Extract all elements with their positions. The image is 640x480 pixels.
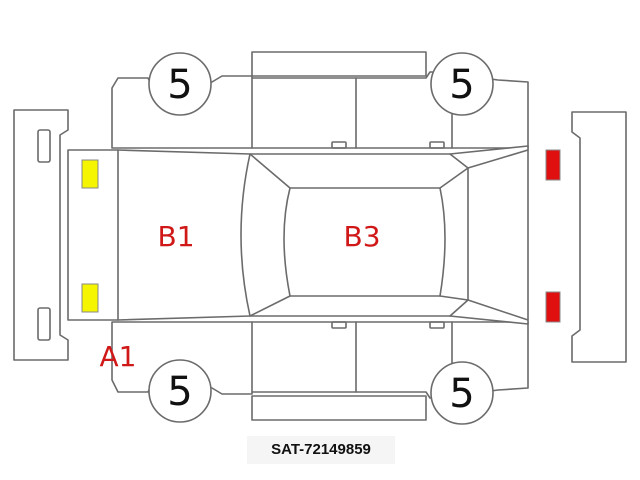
front-left-light xyxy=(81,159,99,189)
inspection-id-label: SAT-72149859 xyxy=(247,436,395,464)
tire-rear-left: 5 xyxy=(430,52,494,116)
side-sill-bottom xyxy=(251,395,427,421)
rear-left-light xyxy=(545,149,561,181)
tire-rear-right: 5 xyxy=(430,361,494,425)
tire-front-left-value: 5 xyxy=(167,62,192,108)
rear-bumper xyxy=(571,111,627,363)
damage-mark-roof: B3 xyxy=(343,220,380,253)
tire-front-right: 5 xyxy=(148,359,212,423)
tire-front-left: 5 xyxy=(148,52,212,116)
rear-right-light xyxy=(545,291,561,323)
side-sill-top xyxy=(251,51,427,77)
tire-rear-right-value: 5 xyxy=(449,371,474,417)
top-view-body xyxy=(67,145,529,325)
front-bumper xyxy=(13,109,69,361)
tire-front-right-value: 5 xyxy=(167,369,192,415)
damage-mark-front-corner: A1 xyxy=(100,340,137,373)
tire-rear-left-value: 5 xyxy=(449,62,474,108)
front-right-light xyxy=(81,283,99,313)
damage-mark-hood: B1 xyxy=(157,220,194,253)
